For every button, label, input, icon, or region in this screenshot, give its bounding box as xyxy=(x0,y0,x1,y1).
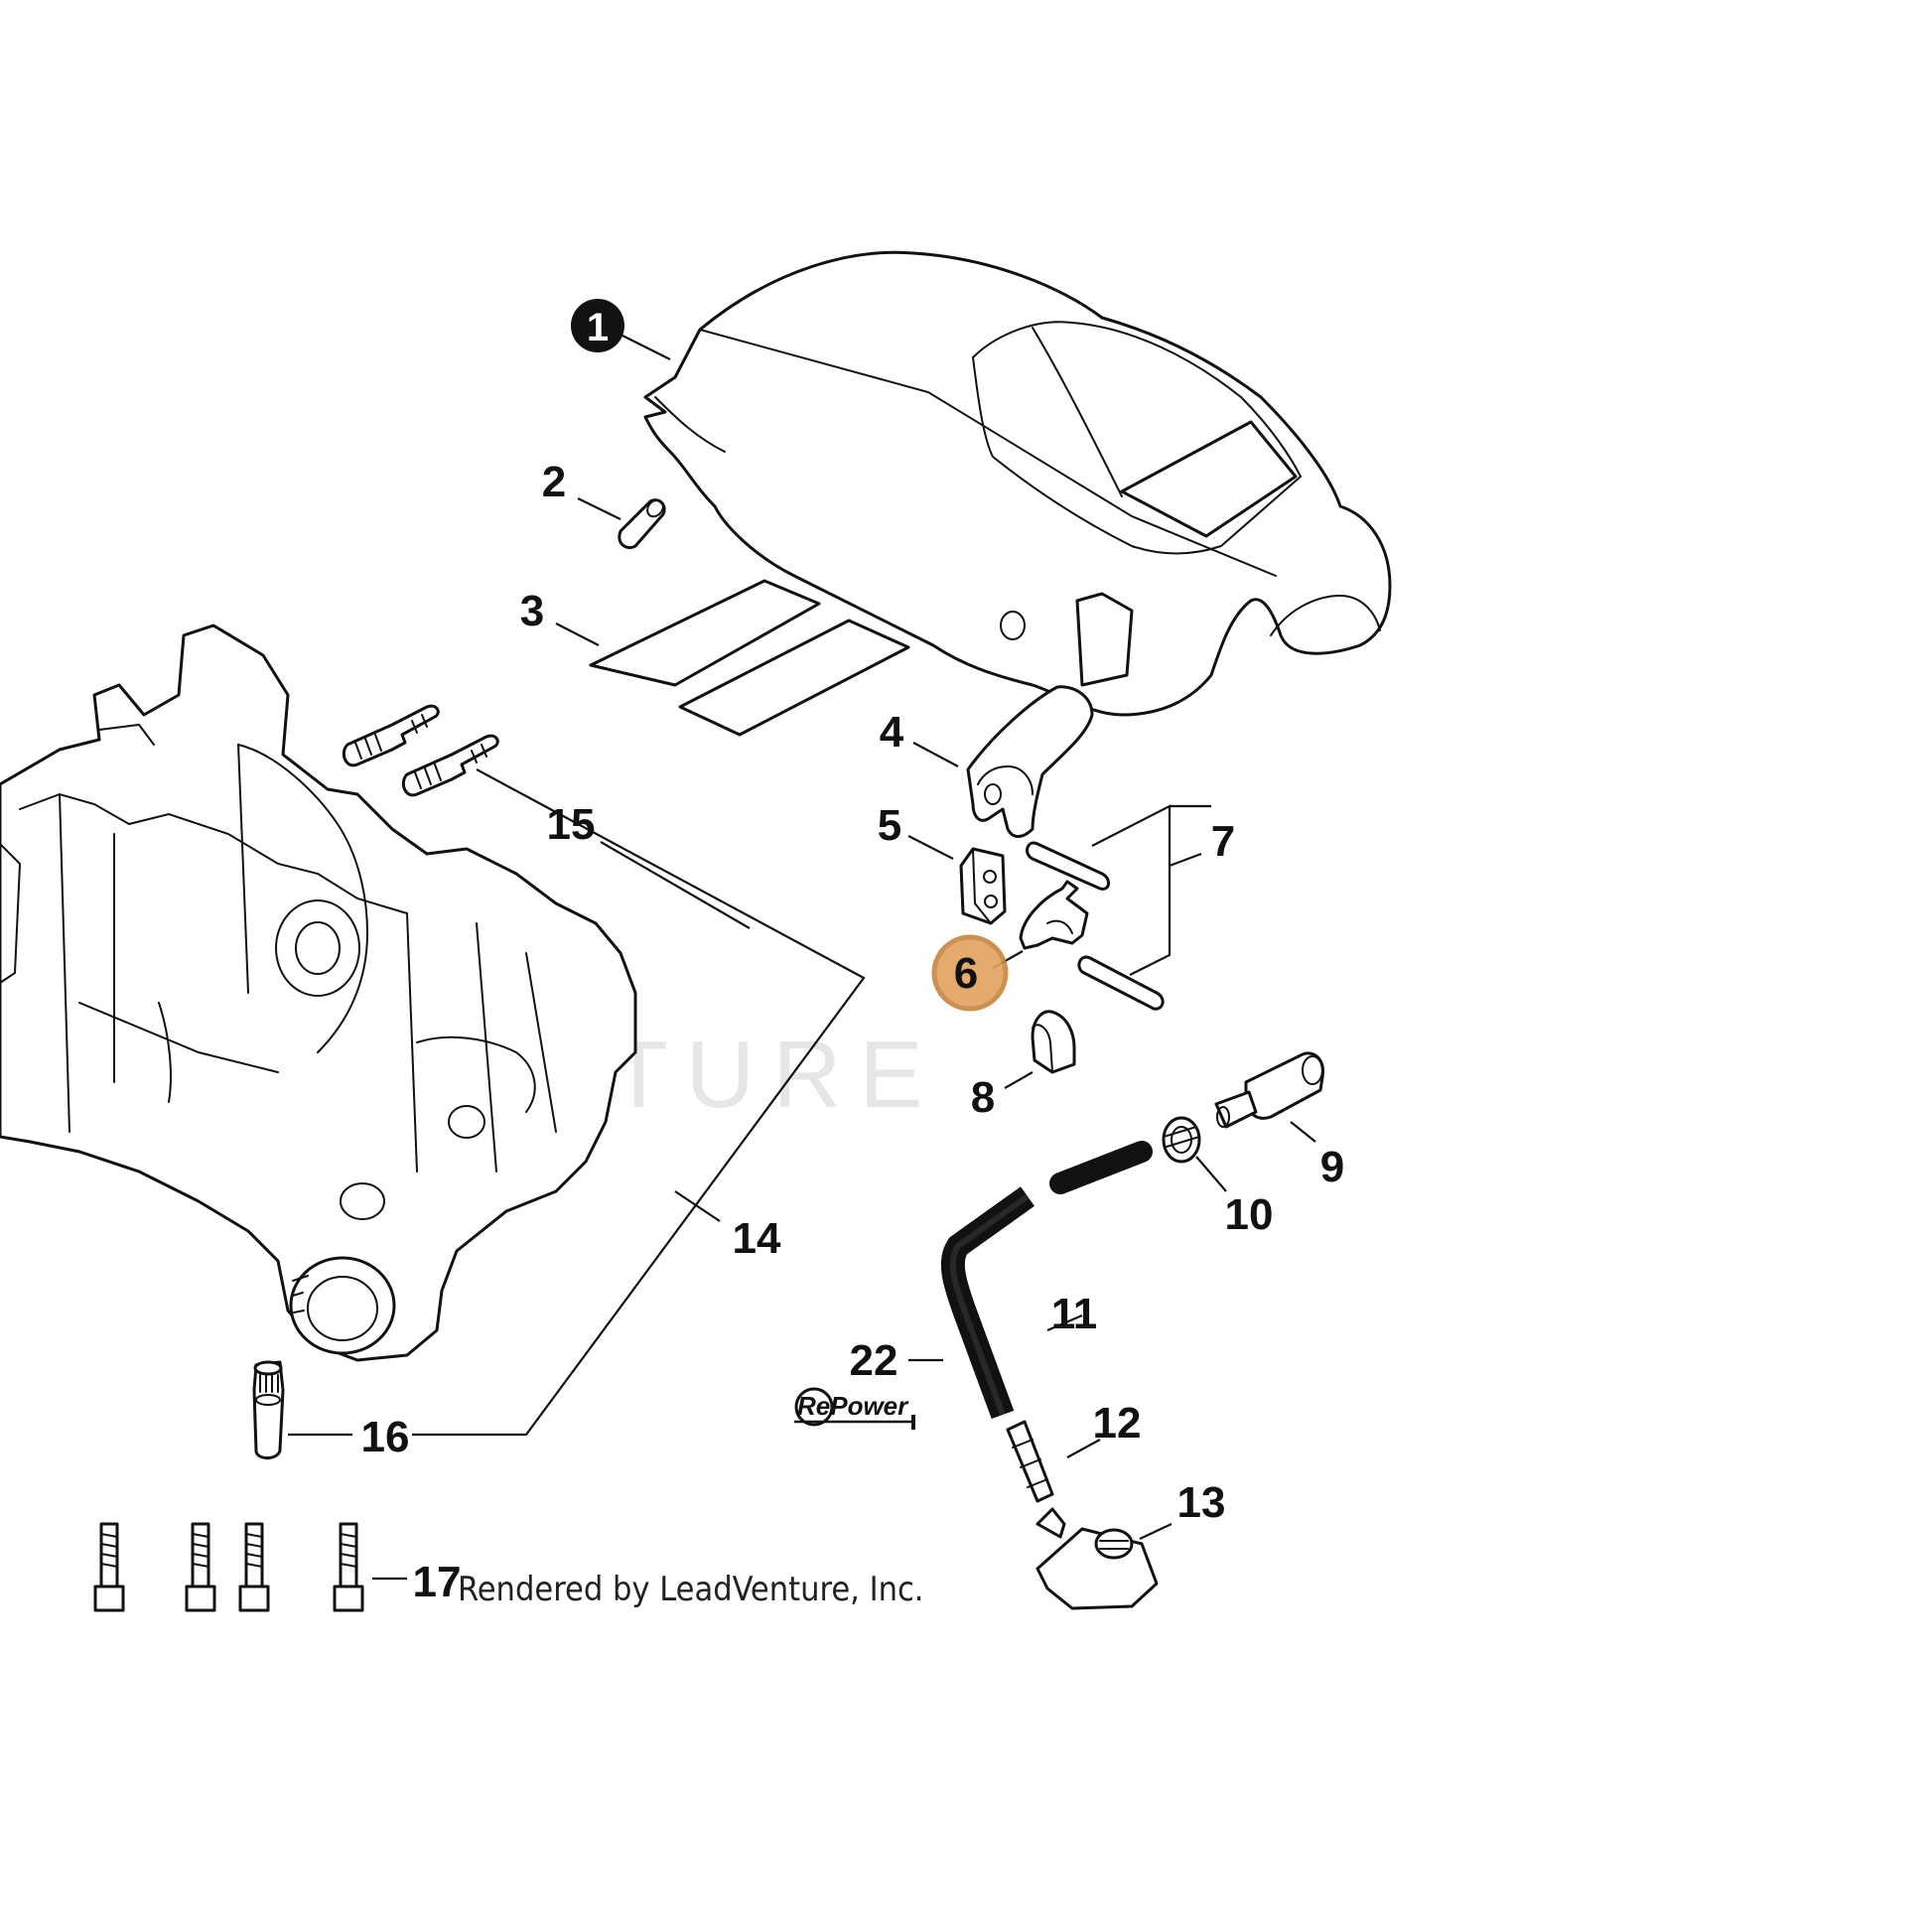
part-1-cover[interactable] xyxy=(643,250,1392,717)
part-5-block[interactable] xyxy=(959,847,1007,925)
callout-4[interactable]: 4 xyxy=(880,708,904,757)
part-15-studs[interactable] xyxy=(342,704,499,797)
repower-logo-text: RePower xyxy=(797,1391,909,1421)
callout-11[interactable]: 11 xyxy=(1051,1290,1098,1338)
callout-9[interactable]: 9 xyxy=(1320,1143,1344,1191)
callout-14[interactable]: 14 xyxy=(733,1214,781,1263)
callout-15[interactable]: 15 xyxy=(547,800,596,849)
callout-12[interactable]: 12 xyxy=(1093,1399,1142,1448)
leader-lines xyxy=(288,335,1316,1581)
callout-3[interactable]: 3 xyxy=(520,587,544,635)
svg-text:6: 6 xyxy=(954,949,978,998)
callout-22[interactable]: 22 xyxy=(850,1336,898,1385)
part-13-pickup[interactable] xyxy=(1035,1507,1159,1610)
render-credit: Rendered by LeadVenture, Inc. xyxy=(458,1570,924,1609)
screw-2 xyxy=(185,1522,216,1612)
part-8-cap[interactable] xyxy=(1031,1010,1076,1074)
callout-6-highlighted[interactable]: 6 xyxy=(931,934,1009,1012)
callout-5[interactable]: 5 xyxy=(878,801,901,850)
part-4-bracket[interactable] xyxy=(966,685,1094,838)
part-7-pins[interactable] xyxy=(1026,841,1165,1011)
callout-7[interactable]: 7 xyxy=(1211,817,1235,866)
callout-1[interactable]: 1 xyxy=(571,299,624,352)
part-2-pin[interactable] xyxy=(618,497,666,550)
screw-1 xyxy=(93,1522,125,1612)
callout-16[interactable]: 16 xyxy=(361,1413,410,1461)
callouts: 1 2 3 4 5 6 7 8 9 10 11 12 13 14 15 16 1… xyxy=(361,299,1344,1606)
part-6-lever[interactable] xyxy=(1019,880,1089,950)
part-12-fitting[interactable] xyxy=(1006,1420,1054,1503)
svg-text:1: 1 xyxy=(587,306,609,349)
part-11-hose[interactable] xyxy=(940,1141,1153,1420)
part-9-filter[interactable] xyxy=(1214,1051,1324,1129)
part-16-fitting[interactable] xyxy=(252,1360,285,1459)
callout-2[interactable]: 2 xyxy=(542,458,566,506)
part-14-crankcase[interactable] xyxy=(0,623,637,1362)
callout-17[interactable]: 17 xyxy=(413,1558,462,1606)
part-3-gaskets[interactable] xyxy=(589,579,910,737)
callout-13[interactable]: 13 xyxy=(1177,1478,1226,1527)
part-17-screws[interactable] xyxy=(93,1522,364,1612)
part-10-grommet[interactable] xyxy=(1162,1116,1201,1164)
repower-logo: RePower xyxy=(794,1387,915,1430)
screw-4 xyxy=(333,1522,364,1612)
callout-8[interactable]: 8 xyxy=(971,1073,995,1122)
callout-10[interactable]: 10 xyxy=(1225,1190,1274,1239)
screw-3 xyxy=(238,1522,270,1612)
